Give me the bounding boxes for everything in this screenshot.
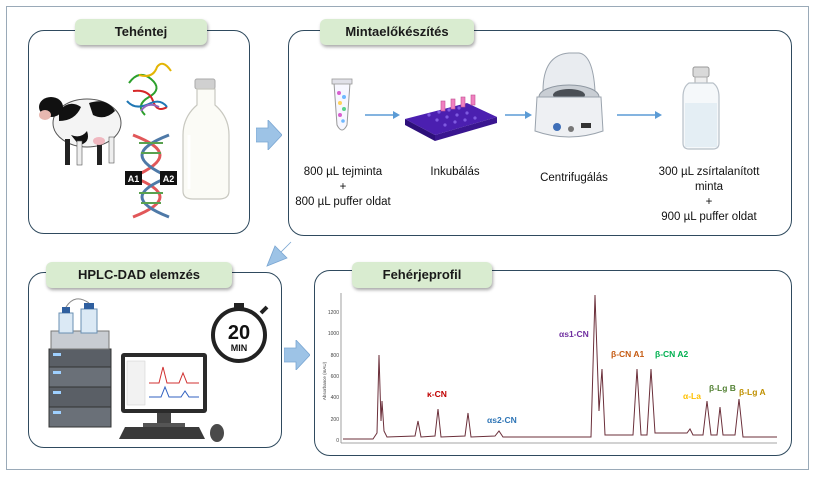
peak-label-beta-lg-a: β-Lg A — [739, 387, 766, 397]
y-tick-label: 0 — [336, 438, 339, 444]
milk-illustration: A1 A2 — [39, 62, 230, 219]
peak-label-alpha-la: α-La — [683, 391, 701, 401]
milk-panel-title: Tehéntej — [75, 19, 207, 45]
milk-panel: A1 A2 — [28, 30, 250, 234]
sample-tube-icon — [331, 78, 353, 131]
y-tick-label: 600 — [331, 374, 340, 380]
step1-line2: 800 µL puffer oldat — [295, 196, 391, 208]
arrow-right-icon — [284, 340, 310, 370]
step4-line2: minta — [694, 181, 724, 193]
gene-label-a1: A1 — [128, 174, 140, 184]
keyboard-icon — [119, 427, 205, 439]
y-axis-ticks: 1200 1000 800 600 400 200 0 — [328, 310, 339, 444]
y-tick-label: 400 — [331, 395, 340, 401]
step3-label: Centrifugálás — [540, 172, 608, 184]
step4-plus: + — [705, 196, 713, 208]
y-tick-label: 1200 — [328, 310, 339, 316]
figure-frame — [6, 6, 809, 470]
gene-label-a2: A2 — [163, 174, 175, 184]
milk-bottle-icon — [182, 78, 230, 200]
peak-label-beta-cn-a1: β-CN A1 — [611, 349, 645, 359]
hplc-instrument-icon — [48, 330, 112, 428]
cow-icon — [39, 97, 122, 166]
sample-prep-illustration — [331, 52, 720, 150]
hplc-panel-title: HPLC-DAD elemzés — [46, 262, 232, 288]
protein-profile-panel-title: Fehérjeprofil — [352, 262, 492, 288]
arrow-down-left-icon — [266, 241, 292, 267]
y-tick-label: 200 — [331, 417, 340, 423]
timer-icon — [211, 303, 269, 363]
peak-label-beta-lg-b: β-Lg B — [709, 383, 736, 393]
protein-structure-icon — [126, 62, 172, 116]
solvent-bottle-icon — [58, 298, 98, 334]
timer-unit: MIN — [231, 343, 248, 353]
incubation-plate-icon — [405, 94, 497, 141]
hplc-panel: 20 MIN — [28, 272, 282, 448]
peak-label-alpha-s1-cn: αs1-CN — [559, 329, 589, 339]
mouse-icon — [210, 424, 224, 442]
hplc-illustration: 20 MIN — [48, 298, 269, 442]
step2-label: Inkubálás — [430, 166, 480, 178]
computer-monitor-icon — [121, 353, 207, 427]
sample-prep-panel: 800 µL tejminta + 800 µL puffer oldat In… — [288, 30, 792, 236]
y-axis-label: Absorbance (mAU) — [322, 361, 327, 400]
peak-label-kappa-cn: κ-CN — [427, 389, 447, 399]
timer-value: 20 — [228, 322, 250, 344]
step1-plus: + — [339, 181, 347, 193]
sample-prep-panel-title: Mintaelőkészítés — [320, 19, 474, 45]
chromatogram: 1200 1000 800 600 400 200 0 Absorbance (… — [322, 293, 777, 444]
y-tick-label: 1000 — [328, 331, 339, 337]
protein-profile-panel: 1200 1000 800 600 400 200 0 Absorbance (… — [314, 270, 792, 456]
step1-line1: 800 µL tejminta — [303, 166, 383, 178]
sample-vial-icon — [682, 66, 720, 150]
chromatogram-trace — [343, 294, 777, 440]
peak-label-beta-cn-a2: β-CN A2 — [655, 349, 689, 359]
peak-label-alpha-s2-cn: αs2-CN — [487, 415, 517, 425]
step4-line1: 300 µL zsírtalanított — [658, 166, 760, 178]
arrow-right-icon — [256, 120, 282, 150]
centrifuge-icon — [534, 52, 604, 138]
step4-line3: 900 µL puffer oldat — [661, 211, 757, 223]
y-tick-label: 800 — [331, 353, 340, 359]
